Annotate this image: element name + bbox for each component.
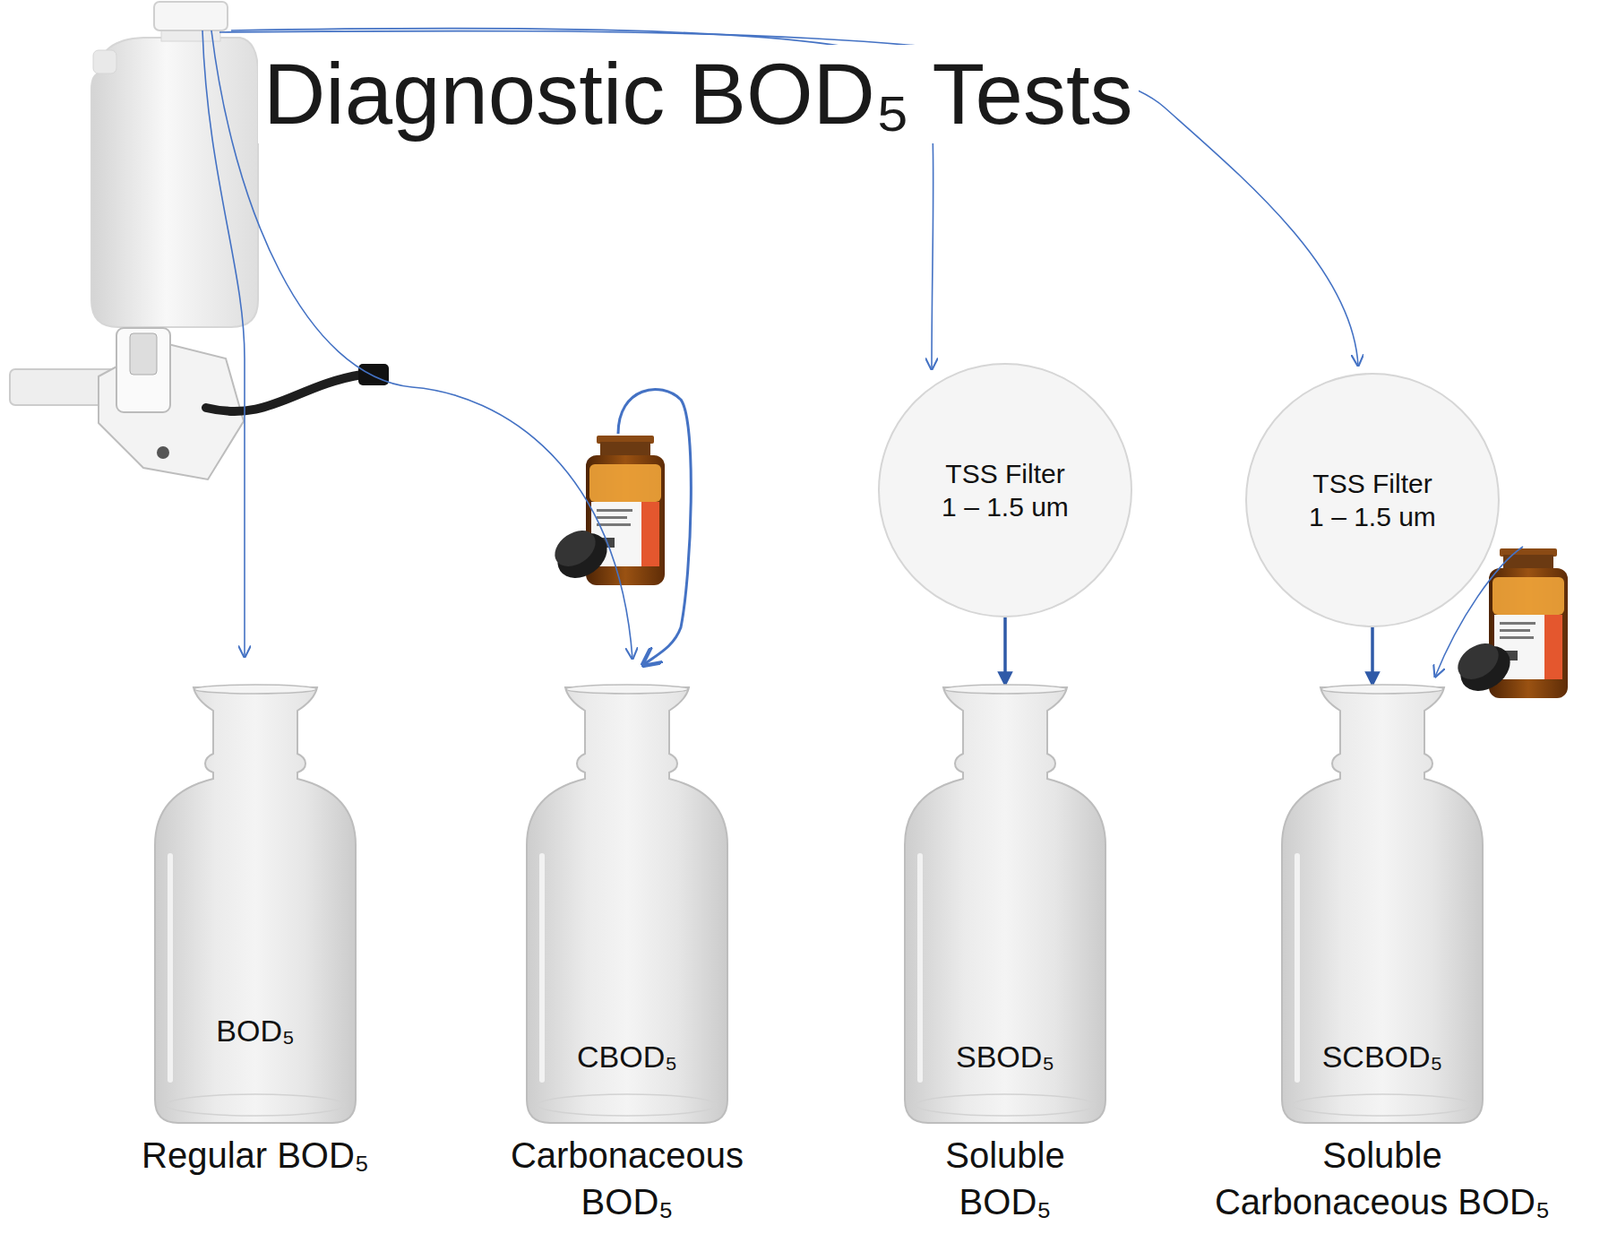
sampler-screw <box>156 446 170 459</box>
bottle-caption: Soluble BOD₅ <box>945 1131 1067 1225</box>
bottle-base <box>165 1093 345 1116</box>
bottle-highlight <box>167 855 173 1080</box>
bottle-base <box>537 1093 717 1116</box>
inhibitor-arrow <box>618 389 691 665</box>
filter-label: TSS Filter 1 – 1.5 um <box>940 456 1070 525</box>
bottle-highlight <box>1294 855 1300 1080</box>
bottle-lip <box>194 684 317 694</box>
bod-bottle: CBOD₅Carbonaceous BOD₅ <box>524 685 731 1125</box>
flow-arrow <box>1003 617 1007 686</box>
bottle-caption: Soluble Carbonaceous BOD₅ <box>1213 1131 1552 1225</box>
sample-jug <box>91 37 259 327</box>
flow-line <box>219 31 1359 366</box>
filter-paper <box>878 363 1132 617</box>
bod-bottle: SCBOD₅Soluble Carbonaceous BOD₅ <box>1279 685 1486 1125</box>
bottle-label: BOD₅ <box>152 1007 359 1053</box>
filter-outline <box>877 362 1133 618</box>
sampler-cable <box>206 374 362 412</box>
reagent-jar <box>548 435 665 587</box>
bottle-caption: Carbonaceous BOD₅ <box>509 1131 745 1225</box>
bottle-lip <box>1321 684 1444 694</box>
bod-bottle: BOD₅Regular BOD₅ <box>152 685 359 1125</box>
bottle-highlight <box>539 855 545 1080</box>
filter-paper <box>1246 373 1499 627</box>
bottle-base <box>915 1093 1095 1116</box>
filter-disc: TSS Filter 1 – 1.5 um <box>877 362 1133 618</box>
flow-arrow <box>1370 627 1375 686</box>
bod-bottle-glass <box>154 687 356 1123</box>
cable-connector <box>358 363 389 386</box>
flow-line <box>202 30 245 657</box>
bottle-caption: Regular BOD₅ <box>140 1131 370 1179</box>
filter-outline <box>1245 372 1500 628</box>
jug-cap <box>154 1 228 31</box>
bottle-label: CBOD₅ <box>524 1033 731 1079</box>
bod-bottle: SBOD₅Soluble BOD₅ <box>902 685 1109 1125</box>
bottle-lip <box>944 684 1067 694</box>
bottle-label: SCBOD₅ <box>1279 1033 1486 1079</box>
sampler-plug <box>129 333 157 375</box>
filter-text-box: TSS Filter 1 – 1.5 um <box>877 362 1133 618</box>
jug-handle <box>93 50 117 74</box>
bottle-highlight <box>917 855 923 1080</box>
bottle-label: SBOD₅ <box>902 1033 1109 1079</box>
bottle-outline <box>152 685 359 1125</box>
sampler-cylinder <box>116 327 171 413</box>
bottle-lip <box>566 684 689 694</box>
filter-label: TSS Filter 1 – 1.5 um <box>1307 466 1437 534</box>
filter-disc: TSS Filter 1 – 1.5 um <box>1245 372 1500 628</box>
diagram-title: Diagnostic BOD₅ Tests <box>258 44 1139 144</box>
bottle-base <box>1292 1093 1472 1116</box>
filter-text-box: TSS Filter 1 – 1.5 um <box>1245 372 1500 628</box>
